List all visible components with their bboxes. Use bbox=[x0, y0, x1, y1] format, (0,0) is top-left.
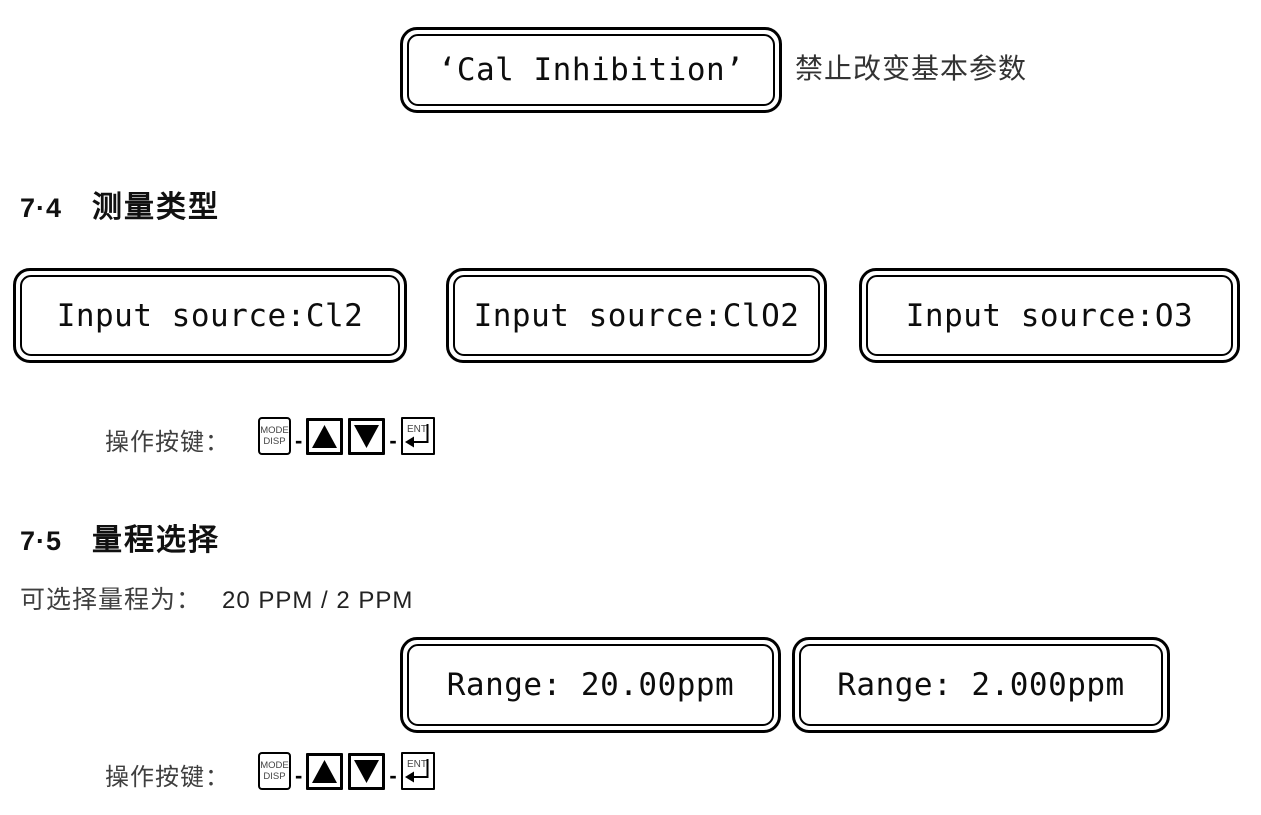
lcd-inner-frame: Input source:Cl2 bbox=[20, 275, 400, 356]
svg-text:ENT: ENT bbox=[407, 759, 427, 770]
cal-inhibition-caption: 禁止改变基本参数 bbox=[795, 53, 1028, 84]
mode-disp-key: MODE DISP bbox=[258, 417, 291, 455]
key-separator: - bbox=[389, 428, 397, 453]
section-7-5-heading: 7·5 量程选择 bbox=[20, 515, 220, 559]
key-separator: - bbox=[295, 763, 303, 788]
lcd-inner-frame: Range: 2.000ppm bbox=[799, 644, 1163, 726]
down-arrow-key-icon bbox=[348, 753, 386, 790]
lcd-text: ‘Cal Inhibition’ bbox=[437, 52, 745, 88]
disp-key-label: DISP bbox=[263, 436, 286, 447]
svg-text:ENT: ENT bbox=[407, 424, 427, 435]
mode-key-label: MODE bbox=[260, 760, 289, 771]
enter-arrow-icon: ENT bbox=[404, 759, 429, 783]
down-triangle-icon bbox=[354, 425, 380, 448]
lcd-text: Range: 2.000ppm bbox=[837, 667, 1125, 703]
section-number: 7·5 bbox=[20, 526, 63, 556]
up-triangle-icon bbox=[312, 760, 338, 783]
ent-key-icon: ENT bbox=[400, 417, 435, 455]
up-triangle-icon bbox=[312, 425, 338, 448]
lcd-display-input-clo2: Input source:ClO2 bbox=[446, 268, 827, 363]
range-note-value: 20 PPM / 2 PPM bbox=[222, 587, 414, 614]
key-separator: - bbox=[389, 763, 397, 788]
operation-keys-label: 操作按键： bbox=[105, 764, 230, 791]
range-note: 可选择量程为： 20 PPM / 2 PPM bbox=[20, 580, 413, 616]
enter-arrow-icon: ENT bbox=[404, 424, 429, 448]
range-note-label: 可选择量程为： bbox=[20, 586, 203, 614]
operation-keys-row-1: 操作按键： MODE DISP - - ENT bbox=[105, 417, 435, 456]
lcd-display-cal-inhibition: ‘Cal Inhibition’ bbox=[400, 27, 782, 113]
operation-keys-label: 操作按键： bbox=[105, 429, 230, 456]
disp-key-label: DISP bbox=[263, 771, 286, 782]
lcd-display-input-o3: Input source:O3 bbox=[859, 268, 1240, 363]
down-triangle-icon bbox=[354, 760, 380, 783]
lcd-display-range-20ppm: Range: 20.00ppm bbox=[400, 637, 781, 733]
up-arrow-key-icon bbox=[306, 753, 344, 790]
lcd-inner-frame: ‘Cal Inhibition’ bbox=[407, 34, 775, 106]
section-title: 量程选择 bbox=[92, 524, 221, 557]
down-arrow-key-icon bbox=[348, 418, 386, 455]
lcd-inner-frame: Range: 20.00ppm bbox=[407, 644, 774, 726]
up-arrow-key-icon bbox=[306, 418, 344, 455]
lcd-text: Input source:ClO2 bbox=[473, 297, 800, 334]
lcd-text: Input source:O3 bbox=[905, 297, 1194, 334]
section-number: 7·4 bbox=[20, 193, 63, 223]
operation-keys-row-2: 操作按键： MODE DISP - - ENT bbox=[105, 752, 435, 791]
section-7-4-heading: 7·4 测量类型 bbox=[20, 182, 220, 226]
ent-key-icon: ENT bbox=[400, 752, 435, 790]
mode-key-label: MODE bbox=[260, 425, 289, 436]
mode-disp-key: MODE DISP bbox=[258, 752, 291, 790]
lcd-text: Input source:Cl2 bbox=[56, 297, 364, 334]
lcd-text: Range: 20.00ppm bbox=[446, 667, 735, 703]
lcd-display-input-cl2: Input source:Cl2 bbox=[13, 268, 407, 363]
key-separator: - bbox=[295, 428, 303, 453]
lcd-display-range-2ppm: Range: 2.000ppm bbox=[792, 637, 1170, 733]
section-title: 测量类型 bbox=[92, 191, 221, 224]
lcd-inner-frame: Input source:O3 bbox=[866, 275, 1233, 356]
lcd-inner-frame: Input source:ClO2 bbox=[453, 275, 820, 356]
